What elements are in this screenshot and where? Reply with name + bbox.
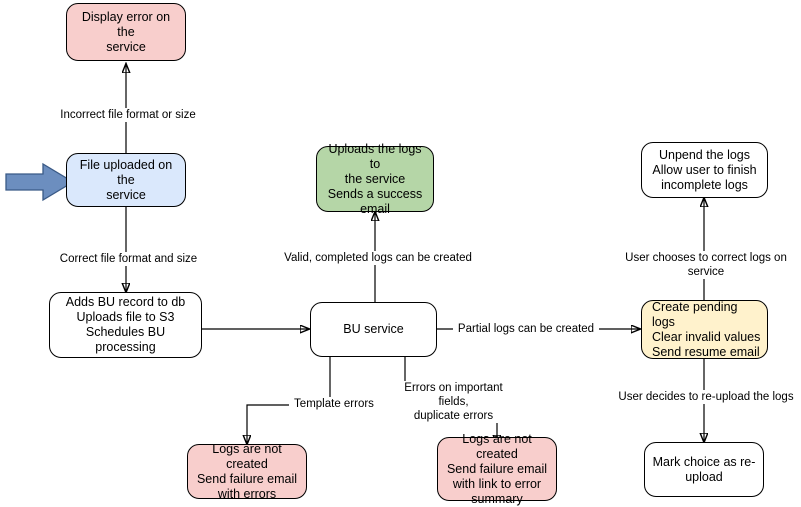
node-uploads-logs[interactable]: Uploads the logs to the service Sends a … [316, 142, 434, 216]
edge-label-partial-logs: Partial logs can be created [453, 322, 599, 336]
node-adds-bu-record[interactable]: Adds BU record to db Uploads file to S3 … [49, 292, 202, 358]
edge-label-important-errors: Errors on important fields, duplicate er… [391, 381, 516, 423]
edge-label-user-corrects: User chooses to correct logs on service [607, 251, 801, 279]
incoming-flow-arrow [5, 162, 75, 202]
node-unpend-logs[interactable]: Unpend the logs Allow user to finish inc… [641, 142, 768, 198]
node-logs-not-created-summary[interactable]: Logs are not created Send failure email … [437, 432, 557, 506]
edge-label-incorrect-format: Incorrect file format or size [52, 108, 204, 122]
node-logs-not-created-errors[interactable]: Logs are not created Send failure email … [187, 442, 307, 501]
node-display-error[interactable]: Display error on the service [66, 3, 186, 61]
node-mark-choice-reupload[interactable]: Mark choice as re- upload [644, 442, 764, 497]
edge-label-template-errors: Template errors [289, 397, 379, 411]
node-create-pending-logs[interactable]: Create pending logs Clear invalid values… [641, 300, 768, 359]
edge-label-user-reupload: User decides to re-upload the logs [615, 390, 797, 404]
node-bu-service[interactable]: BU service [310, 302, 437, 357]
edge-bu-service-to-logs-not-created-1 [247, 357, 331, 444]
node-file-uploaded[interactable]: File uploaded on the service [66, 153, 186, 207]
edge-label-valid-logs: Valid, completed logs can be created [280, 251, 476, 265]
edge-label-correct-format: Correct file format and size [54, 252, 203, 266]
